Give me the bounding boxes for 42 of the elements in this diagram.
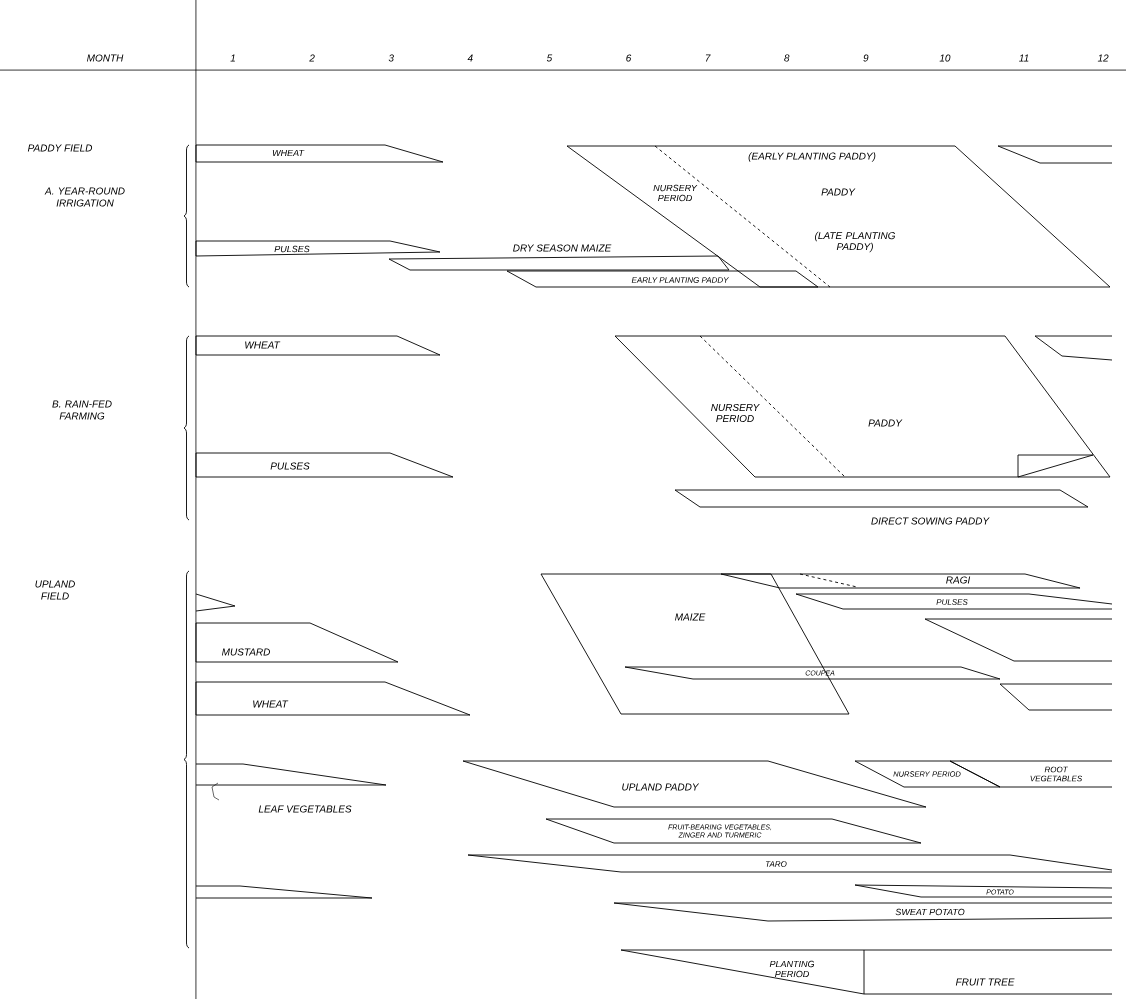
crop-bar xyxy=(195,885,373,899)
group-label: UPLAND FIELD xyxy=(35,580,75,600)
month-number: 4 xyxy=(467,54,473,62)
crop-bar: WHEAT xyxy=(195,681,471,716)
month-number: 9 xyxy=(863,54,869,62)
month-number: 5 xyxy=(546,54,553,62)
crop-bar: LEAF VEGETABLES xyxy=(195,763,387,813)
node-label: DRY SEASON MAIZE xyxy=(513,244,612,252)
crop-bar: DIRECT SOWING PADDY xyxy=(674,489,1089,525)
crop-bar: PULSES xyxy=(195,452,454,478)
crop-bar: PLANTING PERIOD xyxy=(620,949,865,995)
month-number: 12 xyxy=(1097,54,1109,62)
crop-bar: PULSES xyxy=(795,593,1113,610)
month-number: 8 xyxy=(784,54,790,62)
crop-bar: SWEAT POTATO xyxy=(613,902,1113,922)
month-number: 3 xyxy=(388,54,394,62)
crop-bar xyxy=(1034,335,1113,361)
crop-bar xyxy=(924,618,1113,662)
crop-bar xyxy=(195,593,236,612)
crop-bar xyxy=(999,683,1113,711)
month-number: 6 xyxy=(626,54,632,62)
month-label: MONTH xyxy=(87,54,124,62)
crop-bar: PULSES xyxy=(195,240,441,257)
crop-bar: WHEAT xyxy=(195,335,441,356)
crop-bar xyxy=(1017,454,1094,478)
crop-bar xyxy=(997,145,1113,164)
group-label: B. RAIN-FED FARMING xyxy=(52,400,112,420)
crop-bar: EARLY PLANTING PADDY xyxy=(506,270,819,288)
crop-bar: FRUIT TREE xyxy=(863,949,1113,995)
group-label: A. YEAR-ROUND IRRIGATION xyxy=(44,187,125,207)
group-label: PADDY FIELD xyxy=(27,144,93,152)
node-label: DIRECT SOWING PADDY xyxy=(871,517,990,525)
crop-bar: WHEAT xyxy=(195,144,444,163)
month-number: 2 xyxy=(309,54,315,62)
month-number: 11 xyxy=(1019,54,1029,62)
crop-bar: MUSTARD xyxy=(195,622,399,663)
month-number: 7 xyxy=(705,54,711,62)
month-number: 1 xyxy=(230,54,235,62)
crop-bar: RAGI xyxy=(720,573,1081,589)
month-number: 10 xyxy=(939,54,951,62)
crop-bar: NURSERY PERIOD PADDY xyxy=(614,335,1111,478)
crop-bar: TARO xyxy=(467,854,1113,873)
